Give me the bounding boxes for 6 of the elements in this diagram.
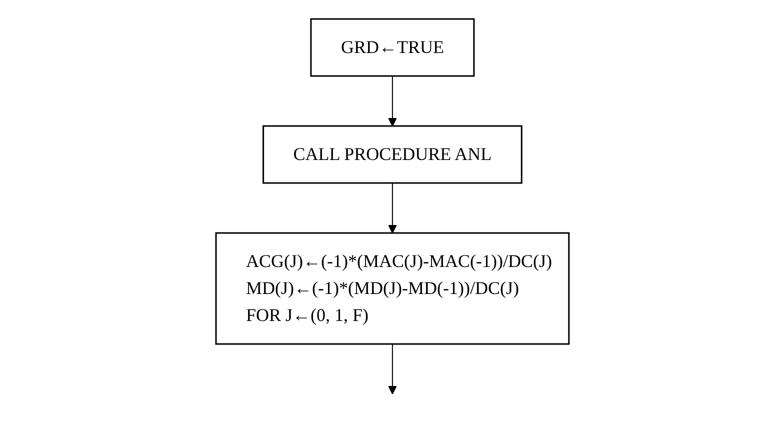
node-box: ACG(J)←(-1)*(MAC(J)-MAC(-1))/DC(J) MD(J)←(-1)*(MD(J)-MD(-1))/DC(J) FOR J←(0, 1, F) [214, 232, 570, 345]
node-box: GRD←TRUE [310, 18, 474, 77]
arrow [388, 182, 396, 234]
arrow [388, 344, 396, 394]
arrow [388, 76, 396, 126]
node-box: CALL PROCEDURE ANL [262, 125, 522, 184]
